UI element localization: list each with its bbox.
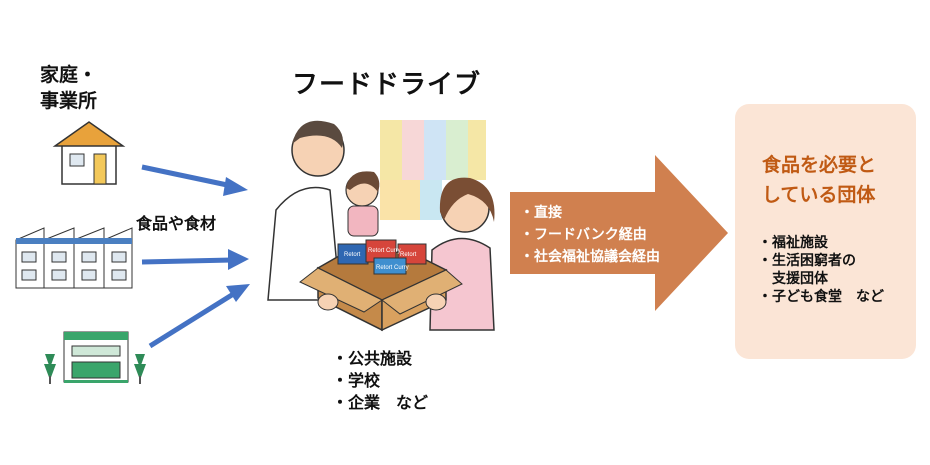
package-label-2: Retort Curry bbox=[368, 248, 401, 254]
recipient-list: ・福祉施設 ・生活困窮者の 支援団体 ・子ども食堂 など bbox=[758, 234, 884, 306]
house-icon bbox=[52, 121, 126, 185]
blue-arrow-1 bbox=[141, 164, 248, 196]
place-item: ・学校 bbox=[332, 371, 381, 390]
route-item: ・直接 bbox=[520, 205, 562, 221]
blue-arrow-3 bbox=[148, 284, 250, 349]
recipient-item: ・子ども食堂 など bbox=[758, 289, 884, 305]
route-item: ・社会福祉協議会経由 bbox=[520, 249, 660, 265]
place-item: ・公共施設 bbox=[332, 349, 413, 368]
package-label-4: Retort bbox=[400, 252, 417, 258]
place-item: ・企業 など bbox=[332, 393, 429, 412]
recipient-title: 食品を必要と している団体 bbox=[762, 150, 876, 210]
source-label: 家庭・ 事業所 bbox=[40, 62, 97, 114]
recipient-box bbox=[735, 104, 916, 359]
route-list: ・直接 ・フードバンク経由 ・社会福祉協議会経由 bbox=[520, 202, 660, 268]
recipient-item: ・生活困窮者の bbox=[758, 253, 856, 269]
package-label-1: Retort bbox=[344, 252, 361, 258]
route-item: ・フードバンク経由 bbox=[520, 227, 647, 243]
package-label-3: Retort Curry bbox=[376, 265, 409, 271]
source-label-line1: 家庭・ bbox=[40, 64, 98, 86]
apartment-icon bbox=[15, 227, 133, 289]
source-label-line2: 事業所 bbox=[40, 90, 98, 112]
blue-arrow-2 bbox=[141, 249, 249, 270]
food-label: 食品や食材 bbox=[136, 214, 217, 233]
recipient-item: 支援団体 bbox=[758, 271, 828, 287]
recipient-title-line1: 食品を必要と bbox=[762, 154, 877, 176]
family-illustration bbox=[267, 120, 495, 332]
recipient-item: ・福祉施設 bbox=[758, 235, 828, 251]
office-building-icon bbox=[44, 331, 146, 384]
route-arrow bbox=[510, 155, 728, 311]
collection-places: ・公共施設 ・学校 ・企業 など bbox=[332, 348, 428, 414]
page-title: フードドライブ bbox=[292, 70, 482, 100]
recipient-title-line2: している団体 bbox=[762, 184, 876, 206]
